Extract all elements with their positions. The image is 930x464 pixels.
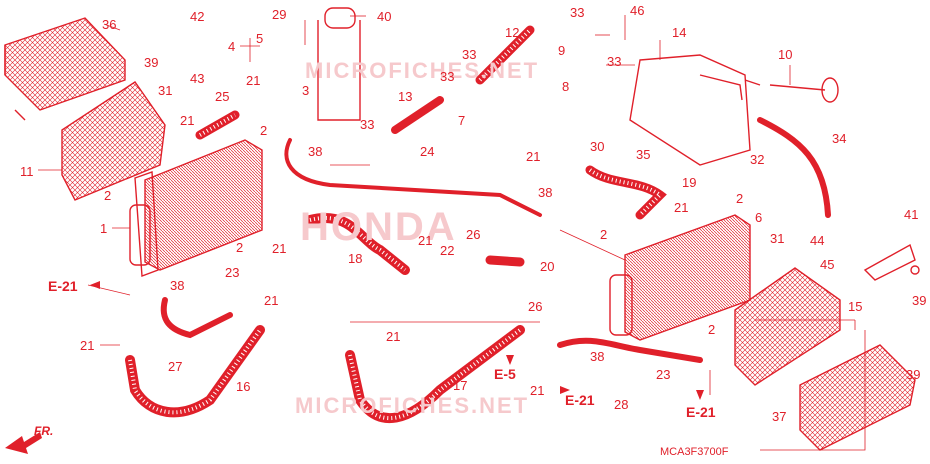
part-label-8: 8 — [562, 79, 570, 94]
bracket-41 — [863, 243, 920, 281]
part-label-45: 45 — [820, 257, 835, 272]
part-label-43: 43 — [190, 71, 205, 86]
left-radiator — [129, 139, 263, 277]
reference-e21-left: E-21 — [48, 278, 78, 294]
part-label-16: 16 — [236, 379, 251, 394]
part-label-2d: 2 — [736, 191, 744, 206]
part-label-41: 41 — [904, 207, 919, 222]
right-radiator — [609, 214, 751, 341]
part-label-30: 30 — [590, 139, 605, 154]
part-label-2a: 2 — [260, 123, 268, 138]
reference-e5: E-5 — [494, 366, 516, 382]
part-label-21a: 21 — [246, 73, 261, 88]
part-label-22: 22 — [440, 243, 455, 258]
hose-texture — [128, 28, 664, 420]
part-label-44: 44 — [810, 233, 825, 248]
reference-arrows — [5, 281, 704, 454]
part-label-6: 6 — [755, 210, 763, 225]
lower-left-shroud — [61, 81, 166, 201]
part-label-33e: 33 — [607, 54, 622, 69]
part-label-28: 28 — [614, 397, 629, 412]
part-label-38c: 38 — [538, 185, 553, 200]
part-label-26a: 26 — [466, 227, 481, 242]
part-label-38b: 38 — [170, 278, 185, 293]
part-label-2e: 2 — [600, 227, 608, 242]
part-label-17: 17 — [453, 378, 468, 393]
part-label-9: 9 — [558, 43, 566, 58]
front-direction-label: FR. — [34, 424, 54, 438]
watermark-brand: HONDA — [300, 205, 457, 249]
part-label-2c: 2 — [236, 240, 244, 255]
reservoir-cap — [317, 7, 361, 121]
watermark-site-top: MICROFICHES.NET — [305, 58, 540, 83]
part-label-39b: 39 — [912, 293, 927, 308]
leader-lines — [38, 15, 866, 451]
part-label-24: 24 — [420, 144, 435, 159]
part-label-34: 34 — [832, 131, 847, 146]
part-label-7: 7 — [458, 113, 466, 128]
part-label-21h: 21 — [418, 233, 433, 248]
part-label-4: 4 — [228, 39, 236, 54]
part-label-10: 10 — [778, 47, 793, 62]
part-label-11: 11 — [20, 164, 34, 179]
part-label-39c: 39 — [906, 367, 921, 382]
part-label-46: 46 — [630, 3, 645, 18]
reference-e21-right: E-21 — [686, 404, 716, 420]
part-label-21b: 21 — [180, 113, 195, 128]
part-label-21c: 21 — [272, 241, 287, 256]
part-label-31b: 31 — [770, 231, 785, 246]
lower-right-shroud — [799, 344, 916, 451]
cap-10 — [769, 77, 839, 103]
diagram-code: MCA3F3700F — [660, 446, 729, 458]
part-label-18: 18 — [348, 251, 363, 266]
part-label-40: 40 — [377, 9, 392, 24]
part-label-1: 1 — [100, 221, 108, 236]
part-label-33c: 33 — [360, 117, 375, 132]
right-shroud — [734, 267, 841, 386]
part-label-13: 13 — [398, 89, 413, 104]
part-label-35: 35 — [636, 147, 651, 162]
reservoir-tank — [629, 54, 761, 166]
part-label-31a: 31 — [158, 83, 173, 98]
part-label-38d: 38 — [590, 349, 605, 364]
part-label-21g: 21 — [674, 200, 689, 215]
part-label-19: 19 — [682, 175, 697, 190]
part-label-15: 15 — [848, 299, 863, 314]
watermark-site-bottom: MICROFICHES.NET — [295, 393, 530, 418]
part-label-33a: 33 — [462, 47, 477, 62]
part-label-27: 27 — [168, 359, 183, 374]
part-label-39a: 39 — [144, 55, 159, 70]
part-label-38a: 38 — [308, 144, 323, 159]
part-label-21j: 21 — [530, 383, 545, 398]
front-arrow-icon — [5, 432, 42, 454]
part-label-12: 12 — [505, 25, 520, 40]
part-label-33b: 33 — [440, 69, 455, 84]
part-label-36: 36 — [102, 17, 117, 32]
reference-e21-mid: E-21 — [565, 392, 595, 408]
part-label-23a: 23 — [225, 265, 240, 280]
part-label-21i: 21 — [386, 329, 401, 344]
part-label-33d: 33 — [570, 5, 585, 20]
part-label-23b: 23 — [656, 367, 671, 382]
part-label-37: 37 — [772, 409, 787, 424]
upper-left-shroud — [4, 17, 126, 121]
part-label-14: 14 — [672, 25, 687, 40]
part-label-25: 25 — [215, 89, 230, 104]
part-label-26b: 26 — [528, 299, 543, 314]
part-label-29: 29 — [272, 7, 287, 22]
part-label-5: 5 — [256, 31, 264, 46]
part-label-42: 42 — [190, 9, 205, 24]
part-label-21d: 21 — [264, 293, 279, 308]
part-label-21e: 21 — [80, 338, 95, 353]
part-label-32: 32 — [750, 152, 765, 167]
part-label-2b: 2 — [104, 188, 112, 203]
part-label-20: 20 — [540, 259, 555, 274]
part-label-2f: 2 — [708, 322, 716, 337]
part-label-21f: 21 — [526, 149, 541, 164]
part-label-3: 3 — [302, 83, 310, 98]
